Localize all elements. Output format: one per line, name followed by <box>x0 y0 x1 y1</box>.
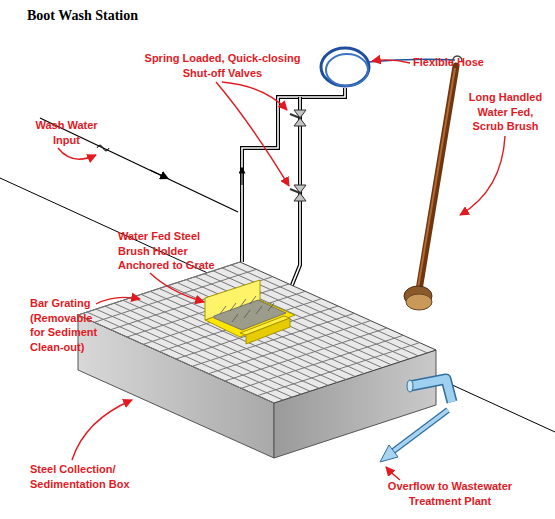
brush-holder <box>205 280 295 344</box>
leader-arrow <box>460 136 505 215</box>
pipe-outline <box>242 88 345 262</box>
callout-label: Long Handled Water Fed, Scrub Brush <box>463 90 548 134</box>
pipe-inner <box>242 88 345 262</box>
leader-arrow <box>216 82 289 186</box>
pipe-body <box>410 379 452 402</box>
collection-box <box>78 262 436 458</box>
callout-label: Wash Water Input <box>29 118 104 147</box>
callout-label: Water Fed Steel Brush Holder Anchored to… <box>118 229 230 273</box>
hose-coil <box>321 48 369 86</box>
valve-handle <box>290 114 300 118</box>
leader-arrow <box>222 82 287 110</box>
shut-off-valve <box>290 110 306 126</box>
bar-grating <box>78 262 436 403</box>
flow-arrow <box>150 170 165 177</box>
input-pipe <box>40 118 238 212</box>
callout-label: Overflow to Wastewater Treatment Plant <box>380 479 520 508</box>
callout-label: Bar Grating (Removable for Sediment Clea… <box>30 296 108 354</box>
leader-arrow <box>386 467 400 480</box>
hose-coil <box>326 54 368 86</box>
holder-bar <box>246 318 290 344</box>
flow-arrow-head <box>380 445 398 462</box>
scrub-brush <box>404 56 462 310</box>
pipe-break <box>97 145 109 151</box>
flow-arrow-outline <box>392 410 448 452</box>
callout-label: Flexible Hose <box>413 55 513 70</box>
leader-arrow <box>96 297 140 304</box>
callout-label: Steel Collection/ Sedimentation Box <box>30 462 145 491</box>
valve-body <box>294 193 306 201</box>
leader-arrow <box>372 60 410 63</box>
ground-line <box>0 178 555 432</box>
pipe-outline <box>410 379 452 402</box>
leader-arrow <box>58 148 96 159</box>
leader-arrow <box>150 273 204 302</box>
flow-arrow <box>392 410 448 452</box>
overflow-pipe <box>380 379 452 462</box>
grating-grid <box>78 262 436 403</box>
pipe-end <box>407 380 413 392</box>
leader-arrow <box>72 400 132 460</box>
callout-label: Spring Loaded, Quick-closing Shut-off Va… <box>135 51 310 80</box>
diagram-title: Boot Wash Station <box>27 8 138 24</box>
brush-handle-highlight <box>418 68 455 288</box>
piping <box>242 88 345 300</box>
flow-arrow <box>242 170 243 185</box>
bristle-texture <box>220 296 274 322</box>
leaders <box>58 60 505 480</box>
valve-handle <box>290 189 300 193</box>
grating-bars <box>78 262 420 396</box>
brush-handle <box>419 66 456 290</box>
valve-body <box>294 118 306 126</box>
shut-off-valve <box>290 185 306 201</box>
grating-bars <box>78 265 427 403</box>
brush-bristles <box>406 294 432 310</box>
